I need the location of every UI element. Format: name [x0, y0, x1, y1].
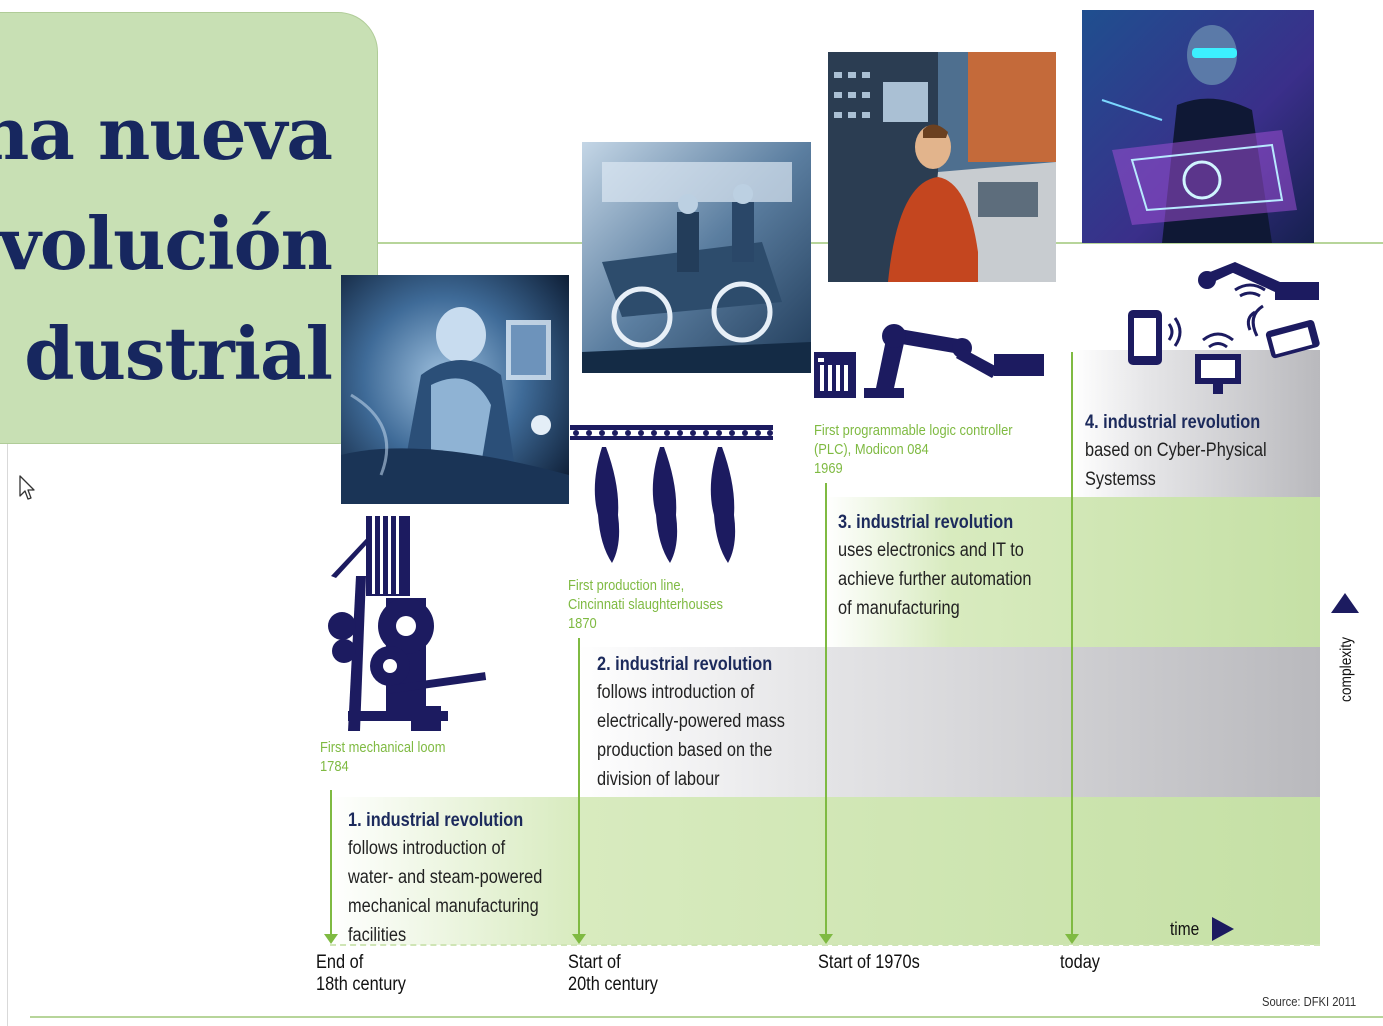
milestone-production-line-2: Cincinnati slaughterhouses: [568, 596, 723, 613]
tick-label-1-line-1: End of: [316, 952, 364, 973]
revolution-2-title: 2. industrial revolution: [597, 654, 773, 675]
photo-cyber-physical-user: [1082, 10, 1314, 243]
milestone-production-line-1: First production line,: [568, 577, 685, 594]
milestone-loom-caption: First mechanical loom 1784: [320, 738, 445, 776]
revolution-2-body-4: division of labour: [597, 769, 720, 790]
cyber-physical-devices-icon: [1128, 262, 1320, 394]
title-line-2: volución: [0, 201, 333, 286]
conveyor-icon: [570, 425, 773, 563]
milestone-production-line-caption: First production line, Cincinnati slaugh…: [568, 576, 723, 633]
mouse-pointer-icon: [19, 475, 35, 500]
loom-icon: [328, 516, 487, 731]
title-line-3: dustrial: [24, 311, 333, 396]
photo-assembly-line: [582, 142, 811, 373]
tick-label-1-line-2: 18th century: [316, 974, 406, 995]
milestone-plc-line-1: First programmable logic controller: [814, 422, 1013, 439]
time-axis-label: time: [1170, 919, 1200, 939]
tick-label-2: Start of 20th century: [568, 952, 658, 996]
revolution-4-title: 4. industrial revolution: [1085, 412, 1261, 433]
timeline-marker-4-line: [1071, 352, 1073, 936]
milestone-plc-line-2: (PLC), Modicon 084: [814, 441, 929, 458]
revolution-1-body-3: mechanical manufacturing: [348, 896, 539, 917]
timeline-marker-1-arrow-icon: [324, 934, 338, 944]
revolution-2-body-1: follows introduction of: [597, 682, 755, 703]
photo-steam-era-inventor: [341, 275, 569, 504]
revolution-3-body-2: achieve further automation: [838, 569, 1032, 590]
milestone-loom-line-1: First mechanical loom: [320, 739, 446, 756]
revolution-2-text: 2. industrial revolution follows introdu…: [597, 652, 816, 794]
revolution-4-body-2: Systemss: [1085, 469, 1156, 490]
timeline-marker-2-arrow-icon: [572, 934, 586, 944]
slide-left-rule: [7, 440, 8, 1026]
revolution-2-body-2: electrically-powered mass: [597, 711, 785, 732]
revolution-1-text: 1. industrial revolution follows introdu…: [348, 808, 574, 950]
revolution-3-title: 3. industrial revolution: [838, 512, 1014, 533]
tick-label-3-line-1: Start of 1970s: [818, 952, 920, 973]
milestone-loom-line-2: 1784: [320, 758, 349, 775]
revolution-2-body-3: production based on the: [597, 740, 773, 761]
revolution-3-body-1: uses electronics and IT to: [838, 540, 1024, 561]
complexity-label-wrap: complexity: [1336, 622, 1356, 702]
tick-label-4: today: [1060, 952, 1100, 974]
slide-bottom-rule: [30, 1016, 1383, 1018]
milestone-plc-caption: First programmable logic controller (PLC…: [814, 421, 1013, 478]
revolution-1-title: 1. industrial revolution: [348, 810, 524, 831]
tick-label-2-line-2: 20th century: [568, 974, 658, 995]
band-level-2: [578, 647, 1320, 797]
band-level-3: [826, 497, 1320, 647]
title-line-1: na nueva: [0, 91, 333, 176]
timeline-marker-2-line: [578, 638, 580, 936]
revolution-3-body-3: of manufacturing: [838, 598, 960, 619]
revolution-1-body-2: water- and steam-powered: [348, 867, 543, 888]
timeline-marker-4-arrow-icon: [1065, 934, 1079, 944]
time-arrow-icon: [1212, 917, 1234, 941]
revolution-1-body-1: follows introduction of: [348, 838, 506, 859]
time-axis-line: [330, 944, 1320, 946]
milestone-plc-line-3: 1969: [814, 460, 843, 477]
timeline-marker-3-arrow-icon: [819, 934, 833, 944]
robot-arm-plc-icon: [814, 324, 1044, 398]
tick-label-3: Start of 1970s: [818, 952, 920, 974]
complexity-axis-label: complexity: [1338, 637, 1355, 702]
revolution-3-text: 3. industrial revolution uses electronic…: [838, 510, 1063, 623]
tick-label-2-line-1: Start of: [568, 952, 621, 973]
revolution-1-body-4: facilities: [348, 925, 407, 946]
timeline-marker-3-line: [825, 483, 827, 936]
revolution-4-body-1: based on Cyber-Physical: [1085, 440, 1267, 461]
complexity-arrow-icon: [1331, 593, 1359, 613]
timeline-marker-1-line: [330, 790, 332, 936]
source-note: Source: DFKI 2011: [1262, 994, 1357, 1009]
milestone-production-line-3: 1870: [568, 615, 597, 632]
tick-label-1: End of 18th century: [316, 952, 406, 996]
title-box[interactable]: na nueva volución dustrial: [0, 12, 378, 444]
photo-computer-operator: [828, 52, 1056, 282]
revolution-4-text: 4. industrial revolution based on Cyber-…: [1085, 410, 1296, 494]
tick-label-4-line-1: today: [1060, 952, 1100, 973]
